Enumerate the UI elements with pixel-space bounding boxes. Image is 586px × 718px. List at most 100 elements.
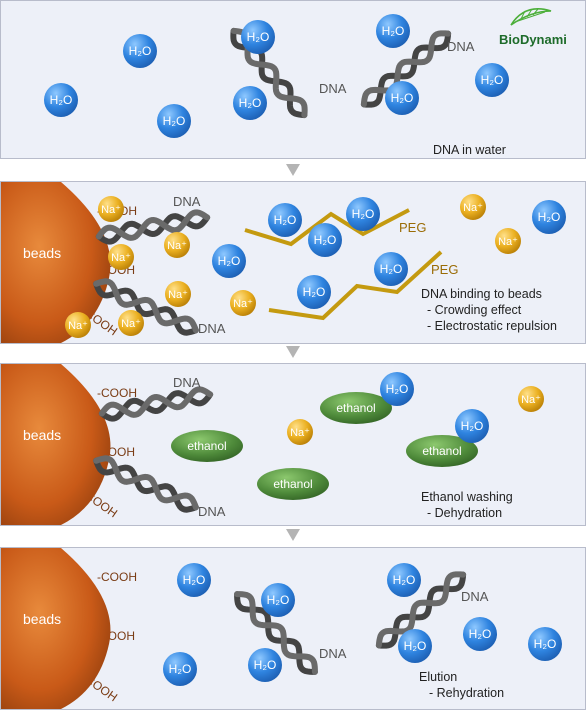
dna-strand	[360, 30, 452, 108]
water-molecule: H₂O	[463, 617, 497, 651]
water-label: H₂O	[352, 207, 375, 221]
water-label: H₂O	[183, 573, 206, 587]
sodium-ion: Na⁺	[65, 312, 91, 338]
water-label: H₂O	[538, 210, 561, 224]
water-molecule: H₂O	[177, 563, 211, 597]
sodium-label: Na⁺	[121, 318, 141, 330]
logo-text: BioDynami	[499, 32, 567, 47]
sodium-label: Na⁺	[167, 240, 187, 252]
water-molecule: H₂O	[163, 652, 197, 686]
sodium-label: Na⁺	[463, 202, 483, 214]
water-molecule: H₂O	[212, 244, 246, 278]
peg-chain: PEG PEG	[244, 208, 458, 321]
sodium-ion: Na⁺	[518, 386, 544, 412]
water-label: H₂O	[169, 662, 192, 676]
water-label: H₂O	[274, 213, 297, 227]
sodium-label: Na⁺	[498, 236, 518, 248]
water-label: H₂O	[163, 114, 186, 128]
beads-label: beads	[23, 245, 61, 261]
water-label: H₂O	[50, 93, 73, 107]
caption-step2: DNA binding to beads - Crowding effect -…	[421, 286, 557, 334]
water-molecule: H₂O	[241, 20, 275, 54]
ethanol-molecule: ethanol	[257, 468, 329, 500]
sodium-label: Na⁺	[101, 204, 121, 216]
water-molecule: H₂O	[455, 409, 489, 443]
sodium-label: Na⁺	[233, 298, 253, 310]
panel-dna-in-water: DNA DNA H₂O H₂O H₂O H₂O H₂O H₂O H₂O H₂O …	[0, 0, 586, 159]
sodium-ion: Na⁺	[118, 310, 144, 336]
water-molecule: H₂O	[346, 197, 380, 231]
water-molecule: H₂O	[380, 372, 414, 406]
bead	[1, 182, 111, 343]
sodium-label: Na⁺	[68, 320, 88, 332]
water-molecule: H₂O	[398, 629, 432, 663]
bead	[1, 548, 111, 709]
down-arrow-icon	[283, 163, 303, 177]
panel-1-graphic: DNA DNA H₂O H₂O H₂O H₂O H₂O H₂O H₂O H₂O …	[44, 8, 567, 157]
water-molecule: H₂O	[308, 223, 342, 257]
dna-strand	[93, 455, 199, 513]
water-molecule: H₂O	[376, 14, 410, 48]
water-label: H₂O	[129, 44, 152, 58]
water-molecule: H₂O	[248, 648, 282, 682]
ethanol-label: ethanol	[422, 444, 461, 458]
water-molecule: H₂O	[44, 83, 78, 117]
sodium-ion: Na⁺	[98, 196, 124, 222]
water-label: H₂O	[534, 637, 557, 651]
panel-3-graphic: -COOH -COOH -COOH beads DNA DNA ethanol …	[1, 364, 544, 525]
ethanol-molecule: ethanol	[171, 430, 243, 462]
sodium-ion: Na⁺	[164, 232, 190, 258]
sodium-label: Na⁺	[290, 427, 310, 439]
sodium-label: Na⁺	[168, 289, 188, 301]
sodium-ion: Na⁺	[165, 281, 191, 307]
dna-strand	[98, 386, 214, 422]
caption-title: DNA binding to beads	[421, 287, 542, 301]
water-label: H₂O	[386, 382, 409, 396]
dna-strand	[375, 571, 467, 649]
beads-label: beads	[23, 427, 61, 443]
water-label: H₂O	[393, 573, 416, 587]
water-label: H₂O	[404, 639, 427, 653]
water-molecule: H₂O	[528, 627, 562, 661]
water-molecule: H₂O	[374, 252, 408, 286]
dna-label: DNA	[198, 504, 226, 519]
water-molecule: H₂O	[385, 81, 419, 115]
water-label: H₂O	[254, 658, 277, 672]
cooh-label: -COOH	[97, 386, 137, 400]
sodium-ion: Na⁺	[460, 194, 486, 220]
water-molecule: H₂O	[157, 104, 191, 138]
beads-label: beads	[23, 611, 61, 627]
leaf-icon	[510, 8, 552, 26]
water-molecule: H₂O	[261, 583, 295, 617]
water-molecule: H₂O	[233, 86, 267, 120]
water-label: H₂O	[239, 96, 262, 110]
sodium-label: Na⁺	[521, 394, 541, 406]
water-label: H₂O	[382, 24, 405, 38]
sodium-ion: Na⁺	[230, 290, 256, 316]
dna-label: DNA	[319, 646, 347, 661]
dna-label: DNA	[173, 375, 201, 390]
sodium-ion: Na⁺	[108, 244, 134, 270]
dna-strand	[93, 278, 199, 336]
water-molecule: H₂O	[268, 203, 302, 237]
water-label: H₂O	[303, 285, 326, 299]
panel-4-graphic: -COOH -COOH -COOH beads DNA DNA H₂O H₂O …	[1, 548, 562, 709]
panel-dna-binding: -COOH -COOH -COOH beads DNA DNA PEG PEG …	[0, 181, 586, 344]
water-molecule: H₂O	[475, 63, 509, 97]
sodium-label: Na⁺	[111, 252, 131, 264]
caption-step4: Elution - Rehydration	[419, 669, 504, 701]
caption-point: - Crowding effect	[427, 303, 522, 317]
water-label: H₂O	[461, 419, 484, 433]
water-label: H₂O	[267, 593, 290, 607]
water-label: H₂O	[481, 73, 504, 87]
sodium-ion: Na⁺	[287, 419, 313, 445]
water-molecule: H₂O	[532, 200, 566, 234]
down-arrow-icon	[283, 528, 303, 542]
water-label: H₂O	[218, 254, 241, 268]
logo: BioDynami	[499, 8, 567, 47]
panel-2-graphic: -COOH -COOH -COOH beads DNA DNA PEG PEG …	[1, 182, 566, 343]
ethanol-molecule: ethanol	[320, 392, 392, 424]
peg-label: PEG	[431, 262, 458, 277]
water-molecule: H₂O	[297, 275, 331, 309]
dna-label: DNA	[319, 81, 347, 96]
